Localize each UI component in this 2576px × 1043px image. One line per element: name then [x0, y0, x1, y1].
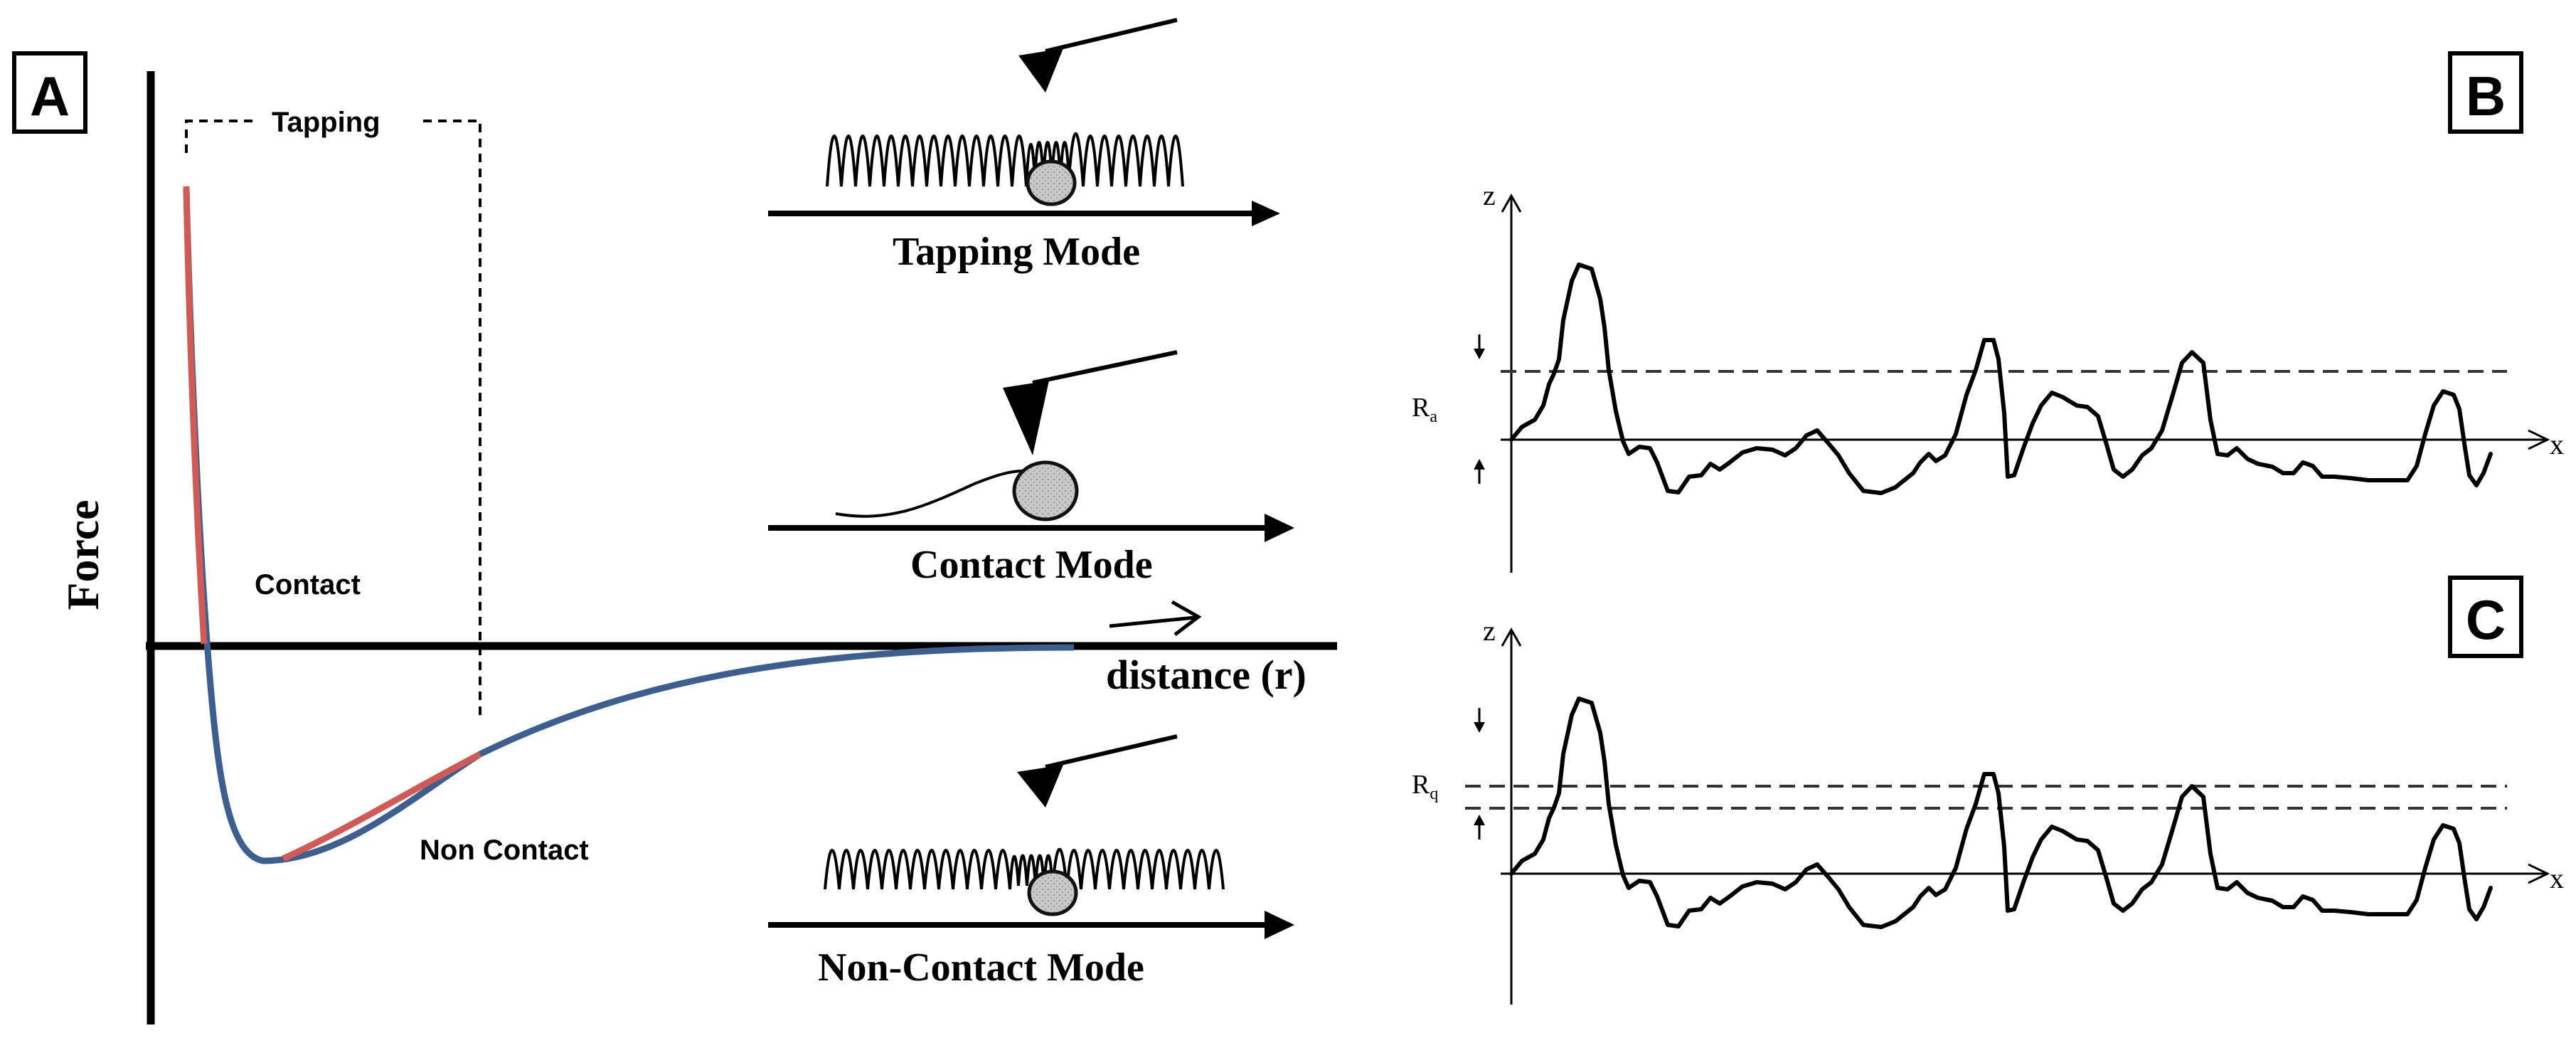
- panel-a: A Force distance (r) Tapping Contact Non…: [12, 18, 1337, 1025]
- tapping-oscillation-wave: [826, 132, 1184, 187]
- panel-c-roughness-profile: [1509, 697, 2493, 929]
- panel-b-up-arrow-icon: [1474, 459, 1485, 484]
- distance-axis-label: distance (r): [1106, 652, 1306, 698]
- contact-mode-label: Contact Mode: [910, 543, 1153, 587]
- panel-c-z-label: z: [1483, 615, 1496, 647]
- panel-b-x-label: x: [2550, 428, 2564, 460]
- tapping-tip-icon: [1018, 48, 1063, 92]
- noncontact-sample-particle: [1027, 869, 1078, 916]
- force-curve: [183, 188, 1075, 864]
- tapping-mode-label: Tapping Mode: [893, 230, 1140, 274]
- noncontact-cantilever: [1045, 734, 1178, 769]
- tapping-sample-particle: [1026, 159, 1077, 206]
- noncontact-surface-arrow-icon: [1265, 911, 1294, 939]
- tapping-region-label: Tapping: [272, 107, 380, 138]
- panel-b-z-arrow-icon: [1501, 193, 1522, 213]
- contact-region-label: Contact: [255, 569, 361, 600]
- non-contact-mode-illustration: [768, 734, 1294, 939]
- non-contact-mode-label: Non-Contact Mode: [818, 946, 1144, 990]
- panel-c-label-box: [2448, 576, 2523, 658]
- force-axis-label: Force: [58, 499, 108, 610]
- noncontact-tip-icon: [1017, 765, 1063, 808]
- panel-b-roughness-profile: [1509, 263, 2493, 495]
- panel-c-up-arrow-icon: [1474, 815, 1485, 840]
- tapping-cantilever: [1045, 18, 1178, 53]
- contact-tip-icon: [1003, 381, 1049, 455]
- contact-surface-arrow-icon: [1265, 514, 1294, 542]
- contact-sample-particle: [1012, 460, 1079, 522]
- panel-c-x-arrow-icon: [2528, 863, 2550, 884]
- panel-a-letter: A: [30, 65, 70, 127]
- panel-b-z-label: z: [1483, 179, 1496, 211]
- panel-b-label-box: [2448, 51, 2523, 134]
- panel-c-rq-letter: R: [1412, 770, 1430, 800]
- non-contact-region-label: Non Contact: [420, 835, 589, 866]
- panel-b: B z x Ra: [1412, 51, 2564, 573]
- panel-c-z-arrow-icon: [1501, 627, 1522, 647]
- panel-b-ra-symbol: Ra: [1412, 393, 1437, 426]
- noncontact-segment-highlight: [282, 751, 482, 862]
- panel-b-x-arrow-icon: [2528, 429, 2550, 450]
- panel-c-rq-symbol: Rq: [1412, 770, 1438, 803]
- panel-c-rq-subscript: q: [1430, 785, 1438, 803]
- panel-c-letter: C: [2466, 588, 2506, 651]
- contact-mode-illustration: [768, 350, 1294, 542]
- panel-c: C z x Rq: [1412, 576, 2564, 1005]
- panel-b-letter: B: [2466, 65, 2506, 127]
- panel-a-label-box: [12, 51, 87, 134]
- panel-c-x-label: x: [2550, 862, 2564, 894]
- tapping-surface-arrow-icon: [1252, 201, 1280, 226]
- contact-segment-highlight: [183, 186, 208, 645]
- panel-b-down-arrow-icon: [1474, 334, 1485, 359]
- noncontact-oscillation-wave: [824, 847, 1225, 890]
- distance-arrow-icon: [1109, 600, 1202, 636]
- contact-trace: [835, 470, 1023, 518]
- panel-b-ra-subscript: a: [1430, 408, 1437, 426]
- panel-c-down-arrow-icon: [1474, 708, 1485, 733]
- tapping-mode-illustration: [768, 18, 1280, 226]
- panel-b-ra-letter: R: [1412, 393, 1430, 423]
- contact-cantilever: [1032, 350, 1178, 385]
- tapping-region-bracket: [185, 120, 481, 719]
